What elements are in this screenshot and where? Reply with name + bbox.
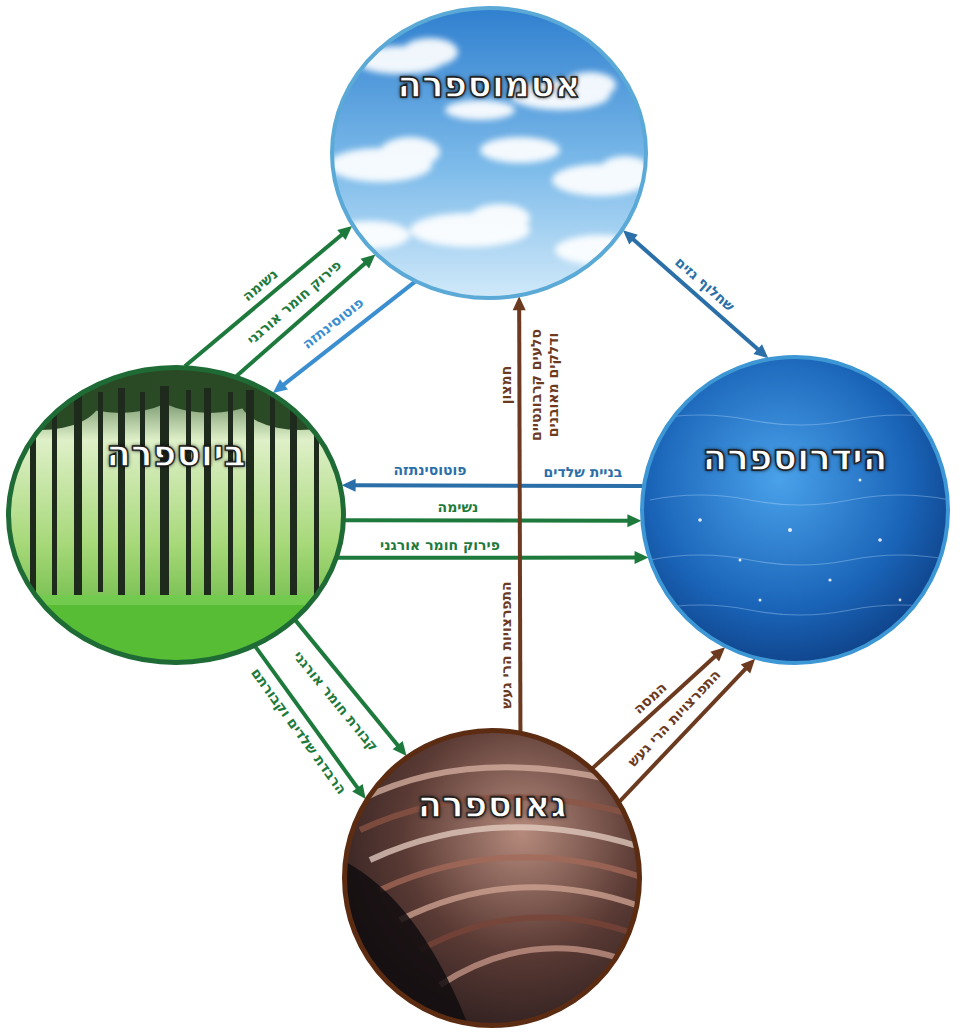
process-label: נשימה [237, 265, 282, 307]
heading-row: ביוספרה [6, 433, 346, 474]
heading-row: גאוספרה [342, 784, 642, 825]
process-label: התפרצויות הרי געש [623, 664, 726, 771]
process-label-holder: התפרצויות הרי געש [623, 664, 727, 772]
connector-line [354, 483, 643, 488]
connector-arrow [296, 620, 407, 756]
process-label: קבורת חומר אורגני [288, 646, 382, 756]
process-note: פוטוסינתזה [391, 462, 468, 479]
connector-line [185, 234, 343, 366]
connector-line [345, 518, 629, 523]
process-label-holder: פירוק חומר אורגני [378, 536, 502, 554]
process-label: התפרצויות הרי געש [498, 579, 515, 710]
process-label: בניית שלדים [541, 464, 624, 481]
process-note-holder: סלעים קרבונטיים ודלקים מאובנים [528, 315, 562, 455]
sphere-name: הידרוספרה [702, 437, 887, 478]
process-label-holder: פוטוסינתזה [297, 292, 369, 354]
connector-line [620, 667, 747, 801]
connector-arrow [623, 230, 768, 358]
connector-line [338, 556, 637, 560]
process-label-holder: הרבדת שלדים וקבורתם [246, 663, 352, 800]
arrow-head [753, 344, 768, 358]
process-label-holder: שחלוף גזים [670, 251, 740, 316]
arrow-head [623, 230, 638, 244]
arrow-head [352, 784, 365, 799]
arrow-head [710, 647, 725, 661]
circle-border [9, 368, 344, 663]
sphere-circle: ביוספרה [6, 365, 346, 665]
process-label: המסה [629, 678, 672, 719]
process-label-holder: נשימה [237, 264, 283, 307]
connector-line [519, 308, 520, 731]
process-note-holder: חמצון [497, 364, 515, 407]
process-label-holder: נשימה [435, 498, 480, 516]
sphere-name: ביוספרה [106, 433, 245, 474]
connector-arrow [255, 647, 365, 799]
circle-outline [6, 365, 346, 665]
process-label: הרבדת שלדים וקבורתם [246, 663, 351, 799]
water-picture [640, 355, 950, 665]
connector-line [296, 620, 399, 746]
connector-arrow [273, 282, 415, 393]
arrow-head [273, 379, 288, 393]
process-label-holder: פירוק חומר אורגני [242, 254, 347, 349]
connector-arrow [513, 296, 526, 731]
arrow-head [393, 741, 407, 756]
sphere-circle: גאוספרה [342, 728, 642, 1028]
process-label-holder: המסה [628, 677, 672, 719]
arrow-head [361, 254, 376, 268]
process-label: פירוק חומר אורגני [242, 255, 346, 349]
connector-line [632, 238, 759, 350]
connector-arrow [338, 551, 649, 564]
heading-row: הידרוספרה [640, 437, 950, 478]
connector-line [282, 282, 414, 386]
heading-row: אטמוספרה [330, 64, 648, 105]
circle-border [332, 8, 646, 298]
sky-picture [328, 6, 649, 300]
arrow-head [627, 514, 641, 527]
connector-arrow [345, 514, 641, 527]
arrow-head [635, 551, 649, 564]
connector-arrow [620, 659, 755, 802]
circle-border [642, 357, 948, 663]
arrow-head [741, 659, 755, 674]
process-label: פירוק חומר אורגני [378, 537, 502, 554]
process-note: סלעים קרבונטיים ודלקים מאובנים [528, 315, 562, 455]
process-label-holder: התפרצויות הרי געש [497, 579, 515, 710]
process-label: שחלוף גזים [670, 252, 739, 316]
sphere-name: אטמוספרה [397, 64, 581, 105]
circle-outline [640, 355, 950, 665]
process-note: חמצון [498, 364, 515, 407]
circle-outline [342, 728, 642, 1028]
arrow-head [337, 226, 352, 240]
connector-arrow [342, 479, 643, 492]
process-label: נשימה [435, 499, 480, 516]
connector-arrow [593, 647, 725, 768]
process-label-holder: קבורת חומר אורגני [288, 645, 383, 756]
process-label-holder: בניית שלדים [541, 463, 624, 481]
circle-border [345, 731, 640, 1026]
circle-outline [330, 6, 648, 300]
forest-picture [0, 357, 360, 670]
rock-picture [342, 728, 650, 1030]
connector-line [255, 647, 358, 790]
process-label: פוטוסינתזה [297, 293, 368, 354]
sphere-circle: הידרוספרה [640, 355, 950, 665]
sphere-name: גאוספרה [417, 784, 566, 825]
arrow-head [513, 296, 526, 310]
connector-line [237, 262, 367, 376]
sphere-circle: אטמוספרה [330, 6, 648, 300]
connector-line [593, 655, 717, 768]
process-note-holder: פוטוסינתזה [391, 461, 468, 479]
arrow-head [342, 479, 356, 492]
connector-arrow [237, 254, 376, 375]
